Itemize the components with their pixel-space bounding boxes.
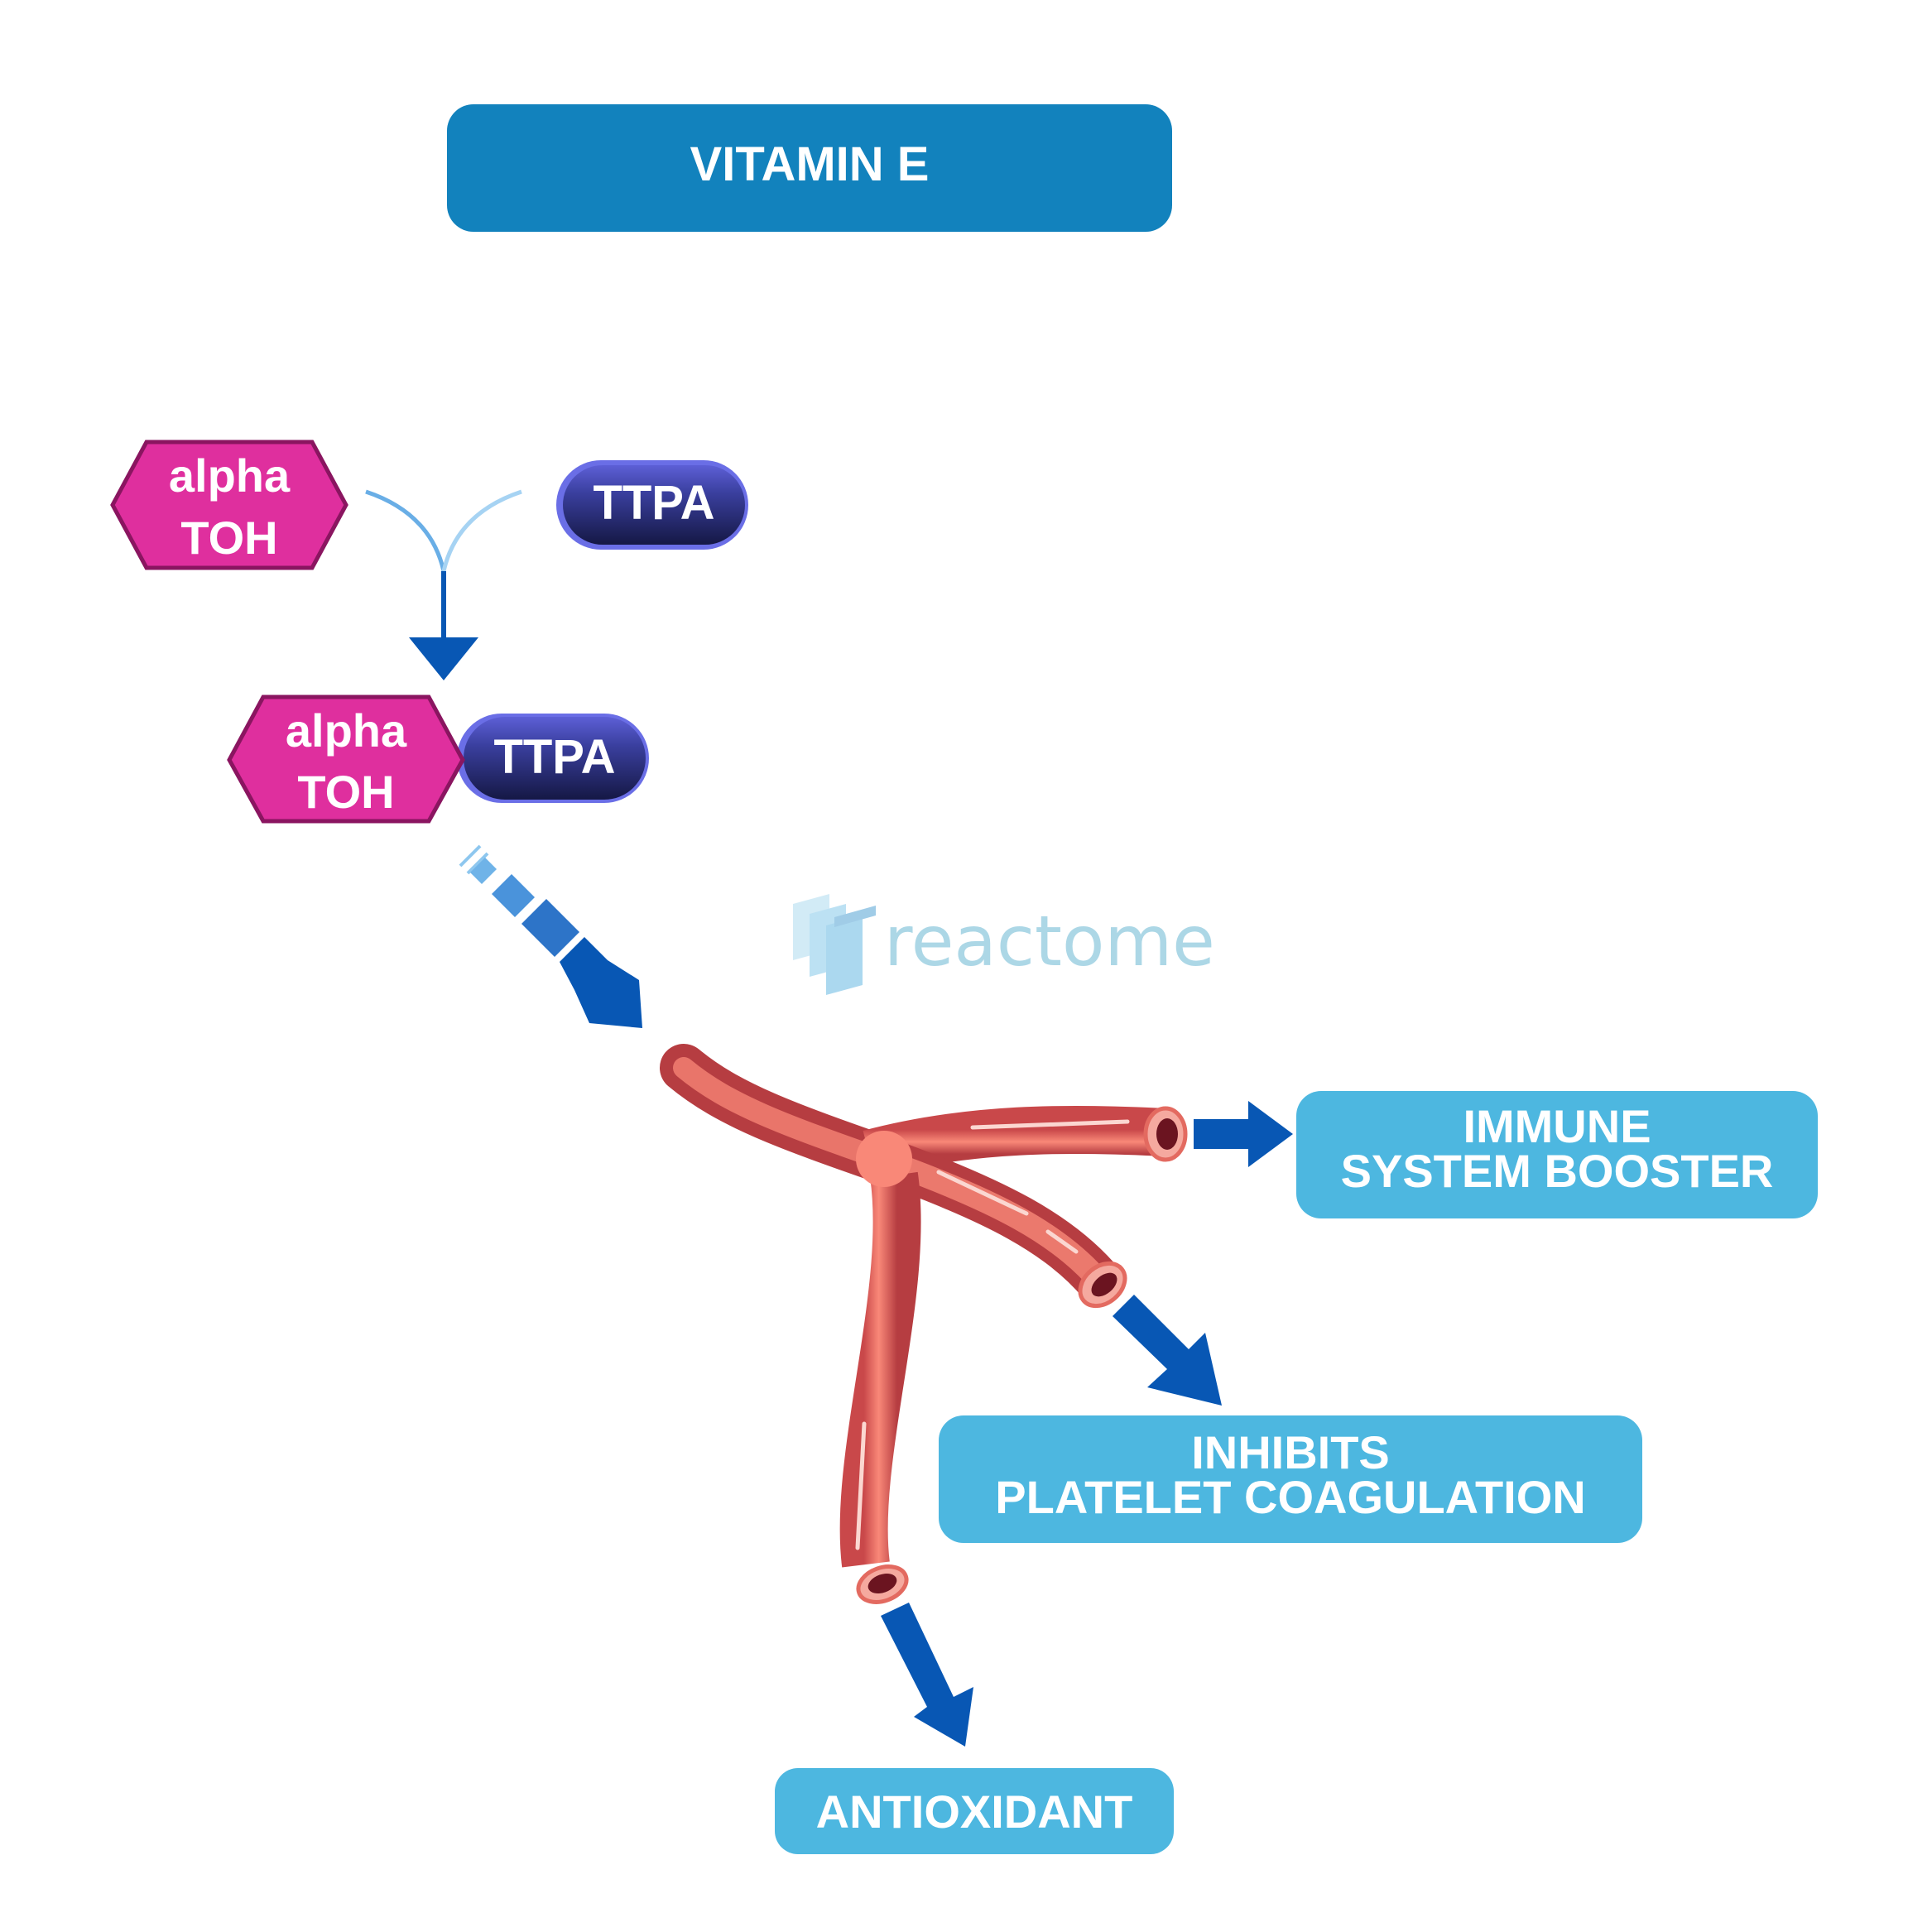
ttpa-label: TTPA <box>593 476 714 530</box>
vitamin-e-title: VITAMIN E <box>690 137 930 191</box>
complex-alpha-toh-label-line2: TOH <box>297 766 394 818</box>
arrow-to-antioxidant <box>881 1603 973 1747</box>
reactome-wordmark: reactome <box>884 901 1215 982</box>
antioxidant-box: ANTIOXIDANT <box>775 1768 1174 1854</box>
antioxidant-label: ANTIOXIDANT <box>816 1785 1133 1838</box>
inhibits-platelet-coagulation-box: INHIBITS PLATELET COAGULATION <box>939 1415 1642 1543</box>
vitamin-e-title-box: VITAMIN E <box>447 104 1172 232</box>
complex-ttpa-label: TTPA <box>493 730 615 784</box>
alpha-toh-label-line2: TOH <box>180 512 277 564</box>
binding-reaction-arrow <box>365 489 522 680</box>
alpha-toh-label-line1: alpha <box>169 449 291 502</box>
arrow-to-immune <box>1194 1101 1293 1167</box>
alpha-toh-ttpa-complex: TTPA alpha TOH <box>227 694 649 824</box>
immune-label-line2: SYSTEM BOOSTER <box>1341 1145 1774 1197</box>
reactome-logo: reactome <box>793 894 1215 995</box>
ttpa-node: TTPA <box>556 460 748 550</box>
transport-arrow <box>459 844 642 1028</box>
immune-label-line1: IMMUNE <box>1463 1100 1651 1152</box>
immune-system-booster-box: IMMUNE SYSTEM BOOSTER <box>1296 1091 1818 1218</box>
platelet-label-line1: INHIBITS <box>1191 1426 1390 1478</box>
complex-alpha-toh-label-line1: alpha <box>286 704 407 757</box>
blood-vessel <box>660 1044 1188 1604</box>
alpha-toh-node: alpha TOH <box>110 440 348 570</box>
arrow-to-platelet <box>1113 1295 1222 1406</box>
platelet-label-line2: PLATELET COAGULATION <box>995 1471 1585 1523</box>
